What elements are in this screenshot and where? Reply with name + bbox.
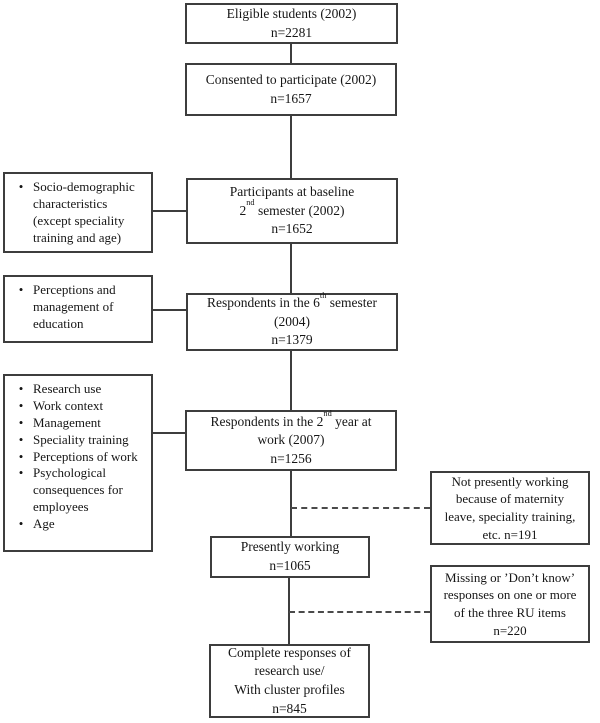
box-count: n=2281 xyxy=(270,24,313,40)
box-line: Consented to participate (2002) xyxy=(205,71,377,87)
list-item: • Work context xyxy=(9,398,149,415)
connector-eligible-consented xyxy=(290,43,292,64)
side-box-perceptions-education: • Perceptions and management of educatio… xyxy=(3,275,153,343)
list-item: • Perceptions of work xyxy=(9,449,149,466)
list-item: • Psychological consequences for employe… xyxy=(9,465,149,516)
bullet-icon: • xyxy=(18,448,24,464)
box-line: Eligible students (2002) xyxy=(226,5,357,21)
ordinal-superscript: th xyxy=(319,290,327,300)
list-item: • Research use xyxy=(9,381,149,398)
bullet-icon: • xyxy=(18,397,24,413)
flow-box-2nd-year-work: Respondents in the 2nd year at work (200… xyxy=(185,410,397,471)
list-item: • Management xyxy=(9,415,149,432)
connector-covariates-year2 xyxy=(153,432,186,434)
bullet-icon: • xyxy=(18,179,24,194)
side-box-socio-demographic: • Socio-demographic characteristics (exc… xyxy=(3,172,153,253)
connector-baseline-semester6 xyxy=(290,243,292,294)
bullet-icon: • xyxy=(18,414,24,430)
box-count: n=1657 xyxy=(270,90,312,106)
box-count: n=845 xyxy=(272,700,307,716)
side-box-not-presently-working: Not presently working because of materni… xyxy=(430,471,590,545)
box-line: Presently working xyxy=(240,539,340,555)
box-line: 2nd semester (2002) xyxy=(239,198,345,218)
box-line: With cluster profiles xyxy=(234,682,345,697)
box-count: n=1379 xyxy=(271,332,313,348)
box-count: n=1652 xyxy=(271,221,313,237)
flow-box-6th-semester: Respondents in the 6th semester (2004) n… xyxy=(186,290,398,351)
bullet-icon: • xyxy=(18,516,24,532)
bullet-icon: • xyxy=(18,381,24,396)
side-box-missing-responses: Missing or ’Don’t know’ responses on one… xyxy=(430,565,590,643)
box-line: Respondents in the 2nd year at xyxy=(210,409,372,429)
box-line: Complete responses of xyxy=(228,644,351,660)
flow-box-presently-working: Presently working n=1065 xyxy=(210,536,370,578)
box-line: research use/ xyxy=(254,663,325,679)
list-item: • Perceptions and management of educatio… xyxy=(9,282,149,333)
flow-box-complete-responses: Complete responses of research use/ With… xyxy=(209,644,370,718)
box-count: n=1065 xyxy=(269,558,311,573)
flow-box-baseline: Participants at baseline 2nd semester (2… xyxy=(186,178,398,244)
side-box-covariates: • Research use • Work context • Manageme… xyxy=(3,374,153,552)
list-item: • Socio-demographic characteristics (exc… xyxy=(9,179,149,247)
ordinal-superscript: nd xyxy=(246,198,255,208)
bullet-icon: • xyxy=(18,282,24,297)
box-text: Missing or ’Don’t know’ responses on one… xyxy=(443,569,577,638)
flow-box-consented: Consented to participate (2002) n=1657 xyxy=(185,63,397,116)
ordinal-superscript: nd xyxy=(323,409,332,419)
connector-socio-baseline xyxy=(153,210,187,212)
connector-consented-baseline xyxy=(290,115,292,179)
list-item: • Age xyxy=(9,516,149,533)
dashed-connector-missing xyxy=(289,611,430,613)
dashed-connector-not-working xyxy=(291,507,430,509)
list-item: • Speciality training xyxy=(9,432,149,449)
box-line: work (2007) xyxy=(257,432,325,448)
flow-box-eligible-students: Eligible students (2002) n=2281 xyxy=(185,3,398,44)
box-line: Respondents in the 6th semester xyxy=(207,290,377,311)
connector-year2-presently xyxy=(290,470,292,537)
connector-perceptions-semester6 xyxy=(153,309,187,311)
connector-semester6-year2 xyxy=(290,350,292,411)
box-count: n=1256 xyxy=(270,450,312,466)
bullet-icon: • xyxy=(18,431,24,447)
box-line: Participants at baseline xyxy=(229,184,355,200)
box-line: (2004) xyxy=(274,313,310,329)
box-text: Not presently working because of materni… xyxy=(444,473,576,542)
bullet-icon: • xyxy=(18,465,24,481)
